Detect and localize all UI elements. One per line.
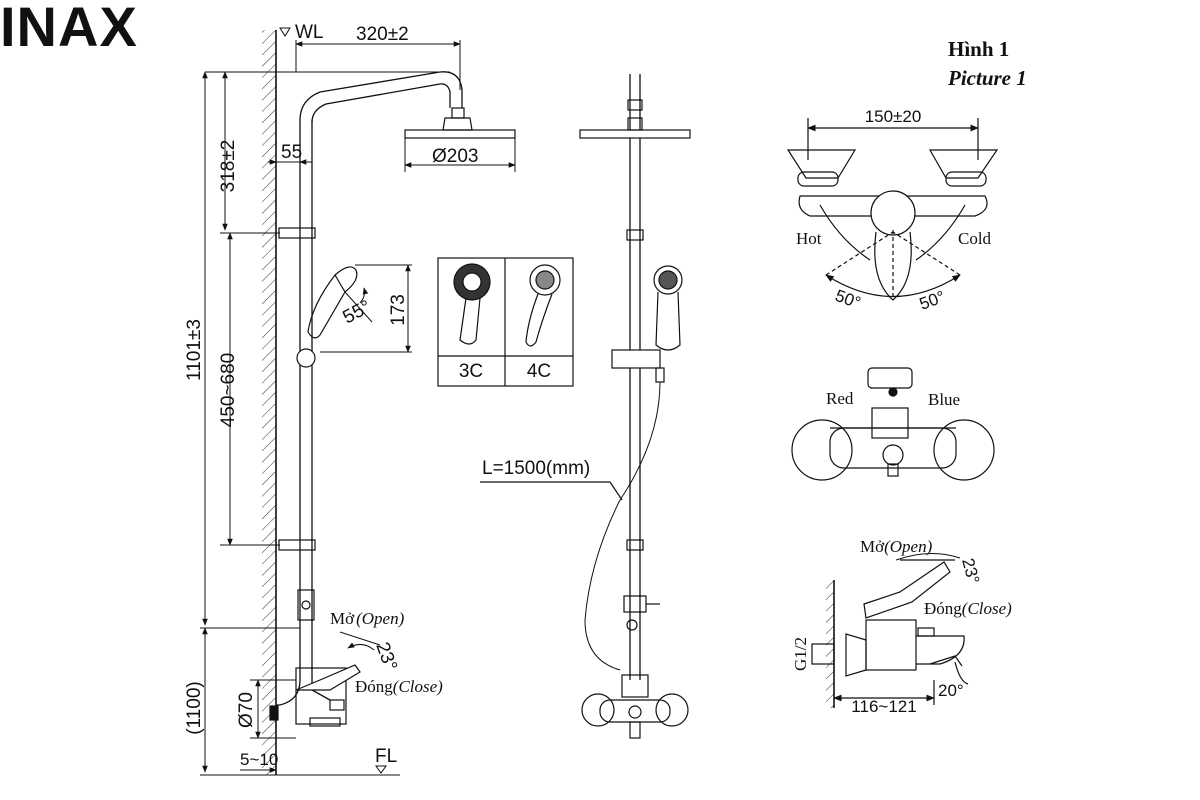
mixer-open-label: Mở(Open)	[860, 537, 933, 556]
hose-length-label: L=1500(mm)	[482, 458, 590, 479]
hand-shower-angle-dim: 55°	[339, 296, 374, 328]
hand-shower-options	[437, 257, 574, 387]
mixer-top-view	[786, 118, 999, 301]
thread-label: G1/2	[791, 637, 810, 671]
picture-title-en: Picture 1	[947, 66, 1027, 90]
side-dimensions	[200, 40, 516, 773]
mixer-side-labels: Mở(Open) 23° Đóng(Close) G1/2 116~121 20…	[791, 537, 1012, 716]
mixer-height-dim: (1100)	[184, 681, 205, 735]
brand-logo: INAX	[0, 0, 138, 58]
rail-range-dim: 450~680	[218, 353, 239, 428]
option-3c-label: 3C	[459, 361, 483, 382]
wall-offset-dim: 55	[281, 142, 302, 163]
cold-label: Cold	[958, 229, 992, 248]
mixer-top-labels: 150±20 Hot Cold 50° 50°	[796, 107, 992, 314]
head-diameter-dim: Ø203	[432, 146, 478, 167]
picture-title: Hình 1 Picture 1	[947, 37, 1027, 90]
angle-left-label: 50°	[833, 286, 864, 313]
floor-level-label: FL	[375, 746, 397, 767]
blue-label: Blue	[928, 390, 960, 409]
shower-4c-face	[529, 264, 561, 296]
total-height-dim: 1101±3	[184, 319, 205, 381]
option-4c-label: 4C	[527, 361, 551, 382]
projection-dim: 116~121	[851, 697, 916, 716]
angle-right-label: 50°	[917, 287, 948, 314]
wall-level-label: WL	[295, 22, 324, 43]
wall-gap-dim: 5~10	[240, 750, 278, 769]
arm-reach-dim: 320±2	[356, 24, 409, 45]
mixer-front-labels: Red Blue	[826, 389, 960, 409]
side-view	[200, 27, 516, 776]
wall-hatch	[262, 30, 276, 775]
mixer-side-view	[811, 552, 969, 708]
mixer-lever-angle: 23°	[958, 556, 983, 586]
front-view	[480, 74, 691, 739]
side-close-label: Đóng(Close)	[355, 677, 443, 696]
picture-title-vi: Hình 1	[948, 37, 1009, 61]
mixer-close-label: Đóng(Close)	[924, 599, 1012, 618]
hot-label: Hot	[796, 229, 822, 248]
flange-diameter-dim: Ø70	[236, 692, 257, 728]
mixer-front-view	[791, 367, 995, 481]
hand-shower-length-dim: 173	[388, 294, 409, 326]
side-open-label: Mở(Open)	[330, 609, 405, 628]
hand-shower-option-labels: 3C 4C	[459, 361, 551, 382]
front-view-labels: L=1500(mm)	[482, 458, 590, 479]
spout-angle-label: 20°	[938, 681, 964, 700]
center-distance-dim: 150±20	[865, 107, 922, 126]
side-lever-angle: 23°	[371, 640, 401, 674]
red-label: Red	[826, 389, 854, 408]
head-height-dim: 318±2	[218, 140, 239, 193]
side-view-labels: WL 320±2 318±2 55 Ø203 1101±3 450~680 17…	[184, 22, 478, 769]
